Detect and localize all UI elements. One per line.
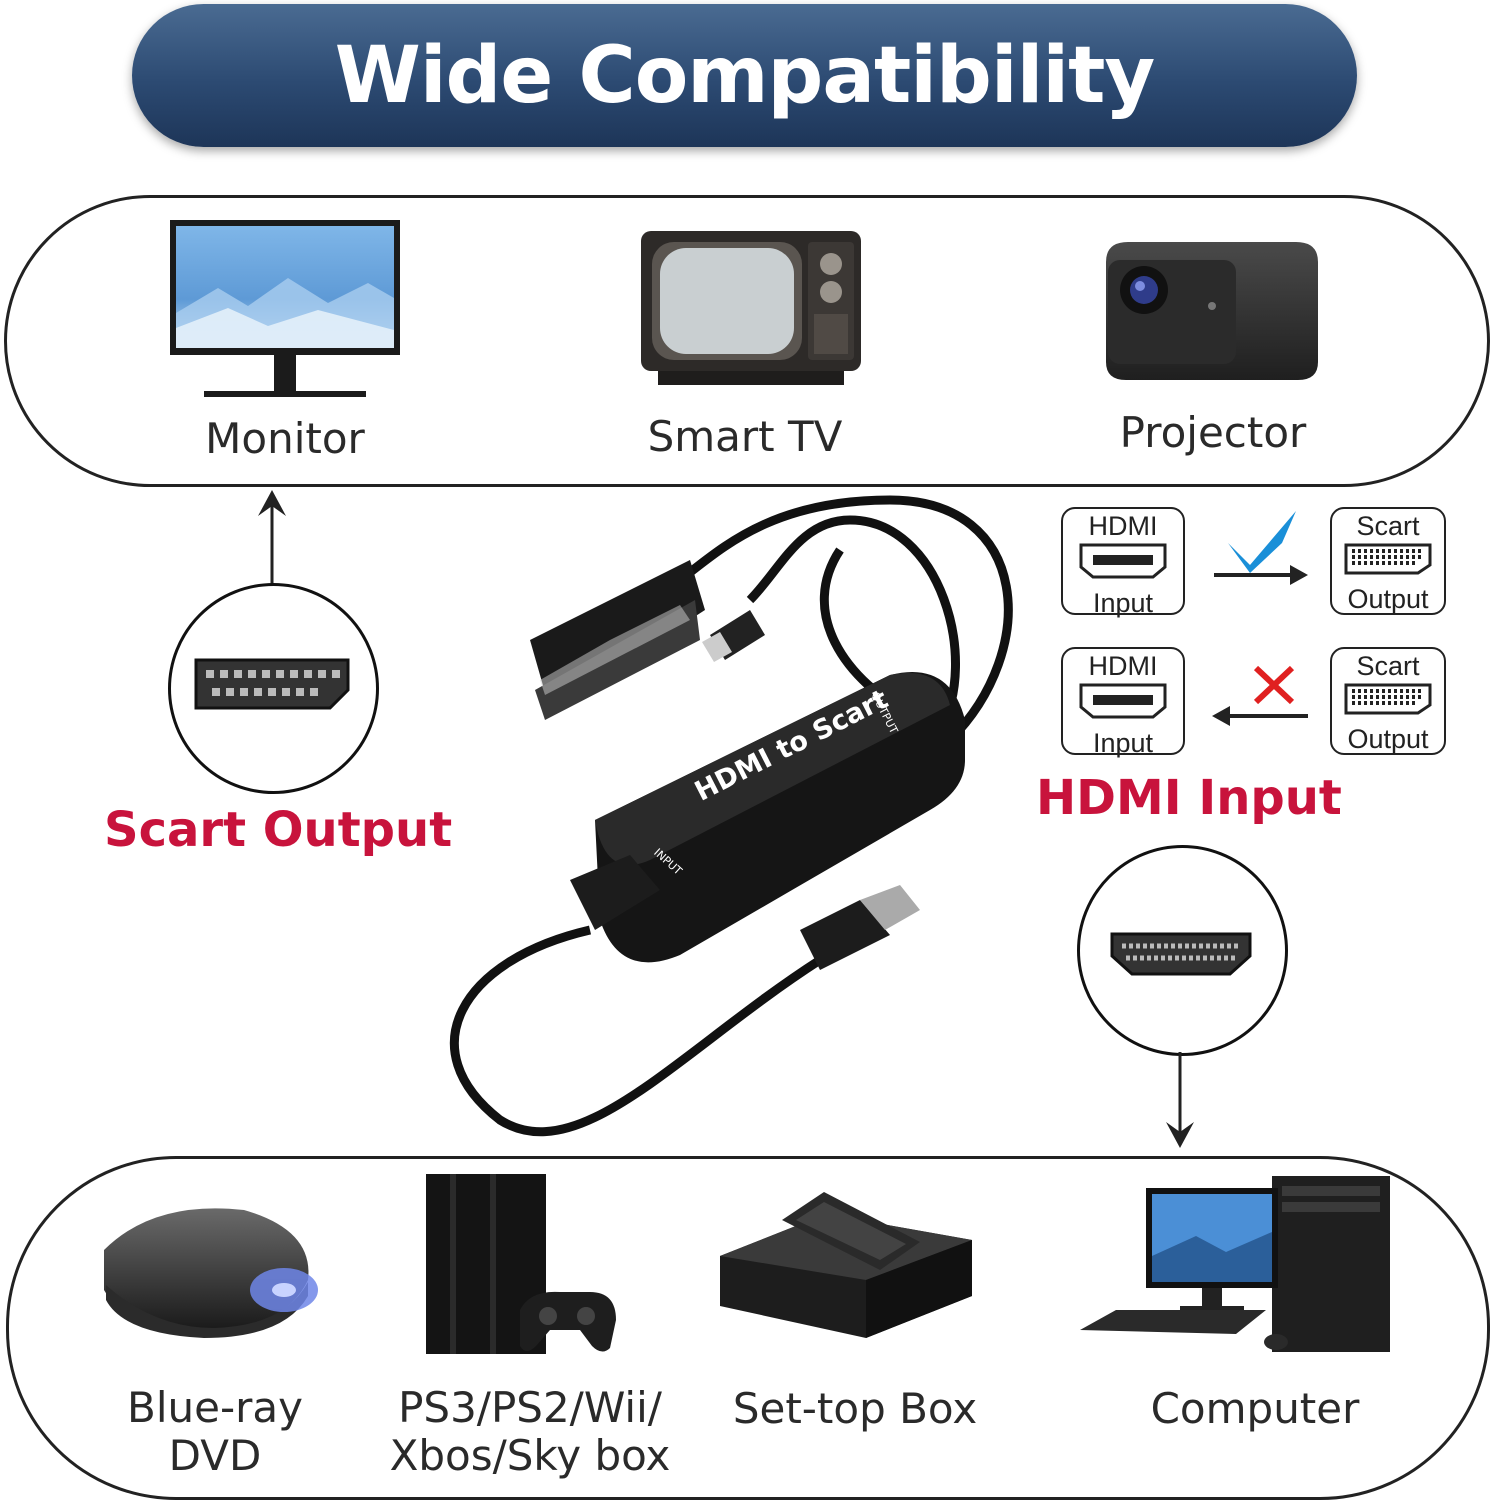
device-label-smart-tv: Smart TV	[647, 412, 843, 461]
source-label-consoles: PS3/PS2/Wii/ Xbos/Sky box	[360, 1384, 700, 1480]
retro-tv-icon	[641, 231, 861, 385]
source-label-line1: Blue-ray	[127, 1383, 303, 1432]
scart-box-bottom-label: Output	[1347, 724, 1429, 754]
hdmi-port-icon	[1079, 543, 1167, 579]
hdmi-box-top-label: HDMI	[1088, 651, 1158, 681]
hdmi-port-icon	[1110, 932, 1252, 976]
scart-box-top-label: Scart	[1356, 651, 1420, 681]
banner-title: Wide Compatibility	[334, 30, 1155, 121]
hdmi-input-box-1: HDMI Input	[1061, 507, 1185, 618]
computer-icon	[1080, 1176, 1390, 1352]
scart-output-box-2: Scart Output	[1330, 647, 1446, 755]
hdmi-input-label: HDMI Input	[1036, 770, 1342, 826]
cross-icon	[1212, 665, 1308, 726]
hdmi-box-bottom-label: Input	[1092, 728, 1154, 758]
scart-port-icon	[1344, 683, 1432, 715]
device-label-projector: Projector	[1119, 408, 1307, 457]
scart-output-label: Scart Output	[104, 802, 453, 858]
source-label-line1: Computer	[1150, 1384, 1360, 1433]
scart-box-bottom-label: Output	[1347, 584, 1429, 614]
hdmi-input-box-2: HDMI Input	[1061, 647, 1185, 758]
title-banner: Wide Compatibility	[132, 4, 1357, 147]
hdmi-port-icon	[1079, 683, 1167, 719]
source-label-line2: Xbos/Sky box	[389, 1431, 671, 1480]
monitor-icon	[170, 220, 400, 397]
scart-box-top-label: Scart	[1356, 511, 1420, 541]
scart-output-box-1: Scart Output	[1330, 507, 1446, 615]
hdmi-box-bottom-label: Input	[1092, 588, 1154, 618]
scart-port-icon	[194, 658, 350, 710]
hdmi-box-top-label: HDMI	[1088, 511, 1158, 541]
source-label-computer: Computer	[1110, 1384, 1400, 1433]
source-label-line2: DVD	[168, 1431, 262, 1480]
scart-port-icon	[1344, 543, 1432, 575]
scart-plug	[530, 560, 705, 720]
arrow-down-icon	[1166, 1052, 1194, 1148]
source-label-line1: Set-top Box	[732, 1384, 978, 1433]
set-top-box-icon	[720, 1192, 972, 1338]
check-icon	[1214, 511, 1308, 585]
source-label-line1: PS3/PS2/Wii/	[398, 1383, 662, 1432]
blu-ray-player-icon	[104, 1208, 318, 1338]
projector-icon	[1106, 242, 1318, 380]
arrow-up-icon	[258, 490, 286, 584]
game-console-icon	[426, 1174, 616, 1354]
device-label-monitor: Monitor	[205, 414, 365, 463]
hdmi-to-scart-converter	[450, 495, 1013, 1137]
source-label-set-top-box: Set-top Box	[700, 1384, 1010, 1433]
source-label-blu-ray: Blue-ray DVD	[80, 1384, 350, 1480]
